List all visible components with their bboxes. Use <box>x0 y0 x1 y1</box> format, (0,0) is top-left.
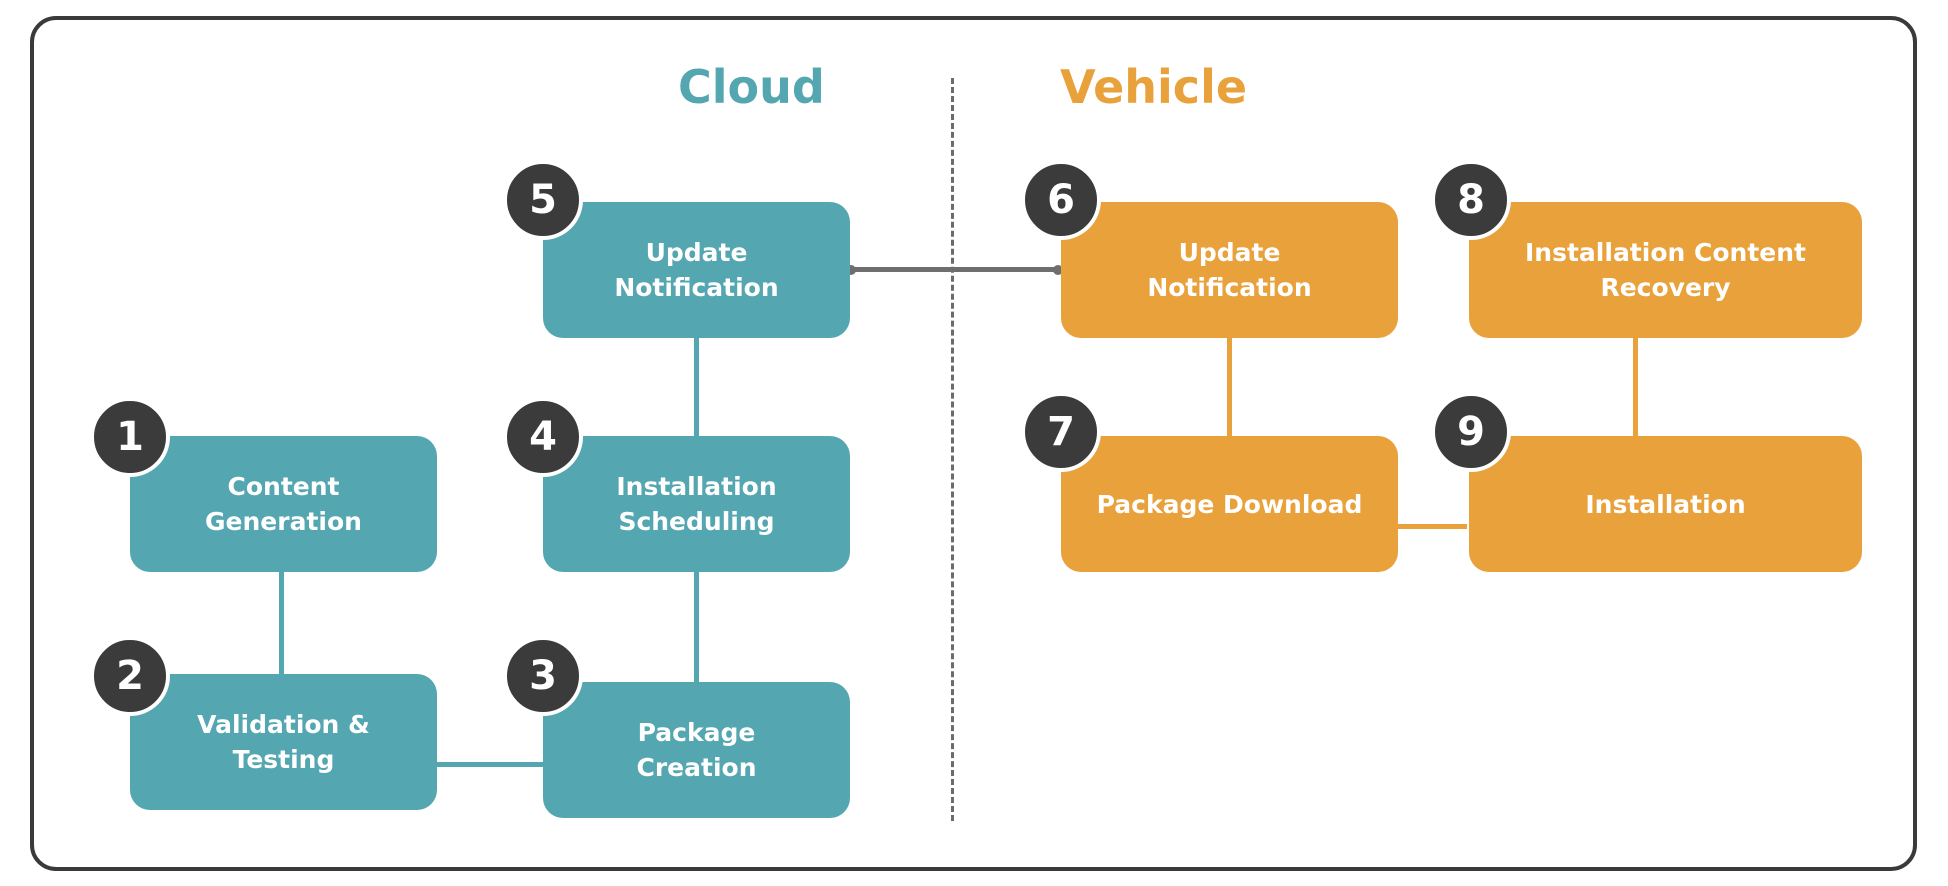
step-number-badge-6: 6 <box>1021 160 1101 240</box>
cloud-vehicle-divider <box>951 78 954 821</box>
connector-6-7 <box>1227 338 1232 436</box>
connector-4-5 <box>694 338 699 436</box>
step-number-badge-9: 9 <box>1431 392 1511 472</box>
step-label: Installation Content Recovery <box>1525 238 1806 302</box>
step-number-badge-2: 2 <box>90 636 170 716</box>
step-label: Installation Scheduling <box>616 472 777 536</box>
step-label: Validation & Testing <box>197 710 370 774</box>
step-box-package-download: Package Download <box>1061 436 1398 572</box>
vehicle-heading: Vehicle <box>1060 60 1248 114</box>
step-label: Package Download <box>1096 489 1363 519</box>
connector-7-9 <box>1393 524 1467 529</box>
step-number-badge-1: 1 <box>90 397 170 477</box>
step-box-installation: Installation <box>1469 436 1862 572</box>
step-number-badge-4: 4 <box>503 397 583 477</box>
cloud-heading: Cloud <box>678 60 825 114</box>
connector-5-6 <box>850 267 1058 272</box>
step-label: Package Creation <box>636 718 757 782</box>
connector-9-8 <box>1633 338 1638 436</box>
step-box-installation-scheduling: Installation Scheduling <box>543 436 850 572</box>
step-box-validation-testing: Validation & Testing <box>130 674 437 810</box>
step-label: Update Notification <box>1147 238 1312 302</box>
connector-5-6-end-dot <box>1053 265 1063 275</box>
step-box-installation-content-recovery: Installation Content Recovery <box>1469 202 1862 338</box>
step-number-badge-7: 7 <box>1021 392 1101 472</box>
step-box-vehicle-update-notification: Update Notification <box>1061 202 1398 338</box>
step-label: Update Notification <box>614 238 779 302</box>
step-label: Content Generation <box>205 472 362 536</box>
connector-1-2 <box>279 570 284 676</box>
step-box-package-creation: Package Creation <box>543 682 850 818</box>
connector-2-3 <box>435 762 545 767</box>
step-number-badge-5: 5 <box>503 160 583 240</box>
connector-3-4 <box>694 570 699 683</box>
step-number-badge-3: 3 <box>503 636 583 716</box>
step-box-content-generation: Content Generation <box>130 436 437 572</box>
step-box-cloud-update-notification: Update Notification <box>543 202 850 338</box>
step-label: Installation <box>1585 489 1746 519</box>
step-number-badge-8: 8 <box>1431 160 1511 240</box>
diagram-frame <box>30 16 1917 871</box>
connector-5-6-start-dot <box>846 265 856 275</box>
